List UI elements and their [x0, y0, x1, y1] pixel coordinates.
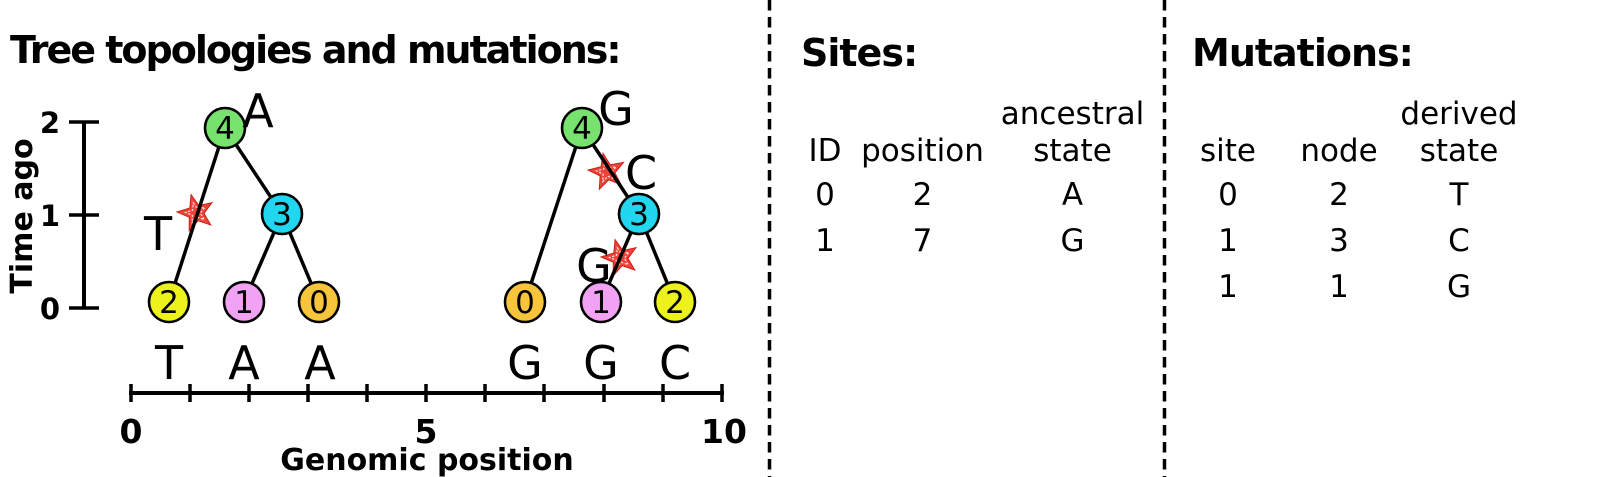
- table-cell: G: [1060, 223, 1085, 259]
- column-header-state: state: [1033, 133, 1112, 169]
- node-label: 0: [309, 285, 329, 321]
- mutation-star-icon: [172, 188, 219, 234]
- mutation-state-label: C: [625, 146, 657, 200]
- tree-node-4: [560, 106, 604, 150]
- tree-right: 4 3 0 1 2 G C G G G C: [503, 82, 697, 390]
- node-label: 1: [234, 285, 254, 321]
- node-label: 2: [665, 285, 685, 321]
- column-header-id: ID: [808, 133, 842, 169]
- column-header-state: state: [1419, 133, 1499, 169]
- tree-node-1: [222, 280, 266, 324]
- genomic-tick-label-0: 0: [120, 412, 143, 451]
- leaf-state-label: A: [228, 336, 260, 390]
- genomic-axis-label: Genomic position: [280, 443, 574, 477]
- leaf-state-label: A: [304, 336, 336, 390]
- node-label: 4: [572, 111, 592, 147]
- table-cell: 0: [815, 177, 835, 213]
- table-cell: 1: [1218, 269, 1238, 305]
- time-tick-label-0: 0: [40, 292, 60, 326]
- table-cell: 1: [1218, 223, 1238, 259]
- tree-edge: [167, 127, 227, 303]
- node-label: 3: [629, 197, 649, 233]
- table-cell: A: [1061, 177, 1084, 213]
- tree-node-0: [297, 280, 341, 324]
- node-label: 4: [215, 111, 235, 147]
- tree-node-3: [260, 192, 304, 236]
- column-header-position: position: [861, 133, 984, 169]
- tree-node-2: [653, 280, 697, 324]
- mutations-panel-title: Mutations:: [1192, 31, 1414, 75]
- root-state-label: A: [242, 84, 274, 138]
- genomic-tick-label-5: 5: [415, 412, 438, 451]
- table-row: 1 1 G: [1192, 262, 1504, 308]
- column-header-derived: derived: [1400, 96, 1518, 132]
- table-cell: 2: [912, 177, 933, 213]
- leaf-state-label: C: [659, 336, 691, 390]
- node-label: 1: [591, 285, 611, 321]
- table-cell: G: [1446, 269, 1472, 305]
- mutations-table: site node derived state 0 2 T 1 3 C 1 1 …: [1192, 94, 1518, 308]
- leaf-state-label: G: [583, 336, 619, 390]
- time-tick-label-1: 1: [40, 199, 60, 233]
- column-header-node: node: [1300, 133, 1378, 169]
- table-cell: 0: [1218, 177, 1238, 213]
- leaf-state-label: T: [154, 336, 184, 390]
- genomic-tick-label-10: 10: [701, 412, 747, 451]
- table-row: 0 2 T: [1192, 170, 1504, 216]
- time-axis: 2 1 0 Time ago: [5, 106, 99, 326]
- leaf-state-label: G: [507, 336, 543, 390]
- tree-node-4: [203, 106, 247, 150]
- sites-table-header: ID position ancestral state: [790, 94, 1160, 170]
- genomic-axis: 0 5 10 Genomic position: [120, 384, 747, 477]
- table-cell: 1: [1329, 269, 1349, 305]
- table-cell: T: [1449, 177, 1469, 213]
- panel-divider: [1162, 0, 1167, 477]
- table-cell: 2: [1329, 177, 1349, 213]
- tree-topologies-figure: Tree topologies and mutations: 2 1 0 Tim…: [5, 28, 747, 477]
- table-cell: 3: [1329, 223, 1349, 259]
- mutation-state-label: T: [143, 207, 173, 261]
- node-label: 0: [515, 285, 535, 321]
- time-axis-label: Time ago: [5, 138, 40, 293]
- node-label: 3: [272, 197, 292, 233]
- root-state-label: G: [598, 82, 634, 136]
- table-row: 1 3 C: [1192, 216, 1504, 262]
- table-cell: C: [1448, 223, 1470, 259]
- table-row: 1 7 G: [790, 216, 1160, 262]
- panel-divider: [767, 0, 772, 477]
- column-header-ancestral: ancestral: [1000, 96, 1145, 132]
- mutations-table-header: site node derived state: [1192, 94, 1518, 170]
- sites-table: ID position ancestral state 0 2 A 1 7 G: [790, 94, 1160, 262]
- table-row: 0 2 A: [790, 170, 1160, 216]
- sites-panel-title: Sites:: [801, 31, 918, 75]
- figure-title: Tree topologies and mutations:: [10, 28, 620, 72]
- tree-node-2: [147, 280, 191, 324]
- table-cell: 1: [815, 223, 835, 259]
- tree-left: 4 3 2 1 0 A T T A A: [143, 84, 341, 390]
- tree-node-1: [579, 280, 623, 324]
- table-cell: 7: [912, 223, 933, 259]
- time-tick-label-2: 2: [40, 106, 60, 140]
- tree-node-3: [617, 192, 661, 236]
- node-label: 2: [159, 285, 179, 321]
- tree-node-0: [503, 280, 547, 324]
- mutation-state-label: G: [576, 239, 612, 293]
- column-header-site: site: [1200, 133, 1256, 169]
- tree-edge: [523, 127, 584, 303]
